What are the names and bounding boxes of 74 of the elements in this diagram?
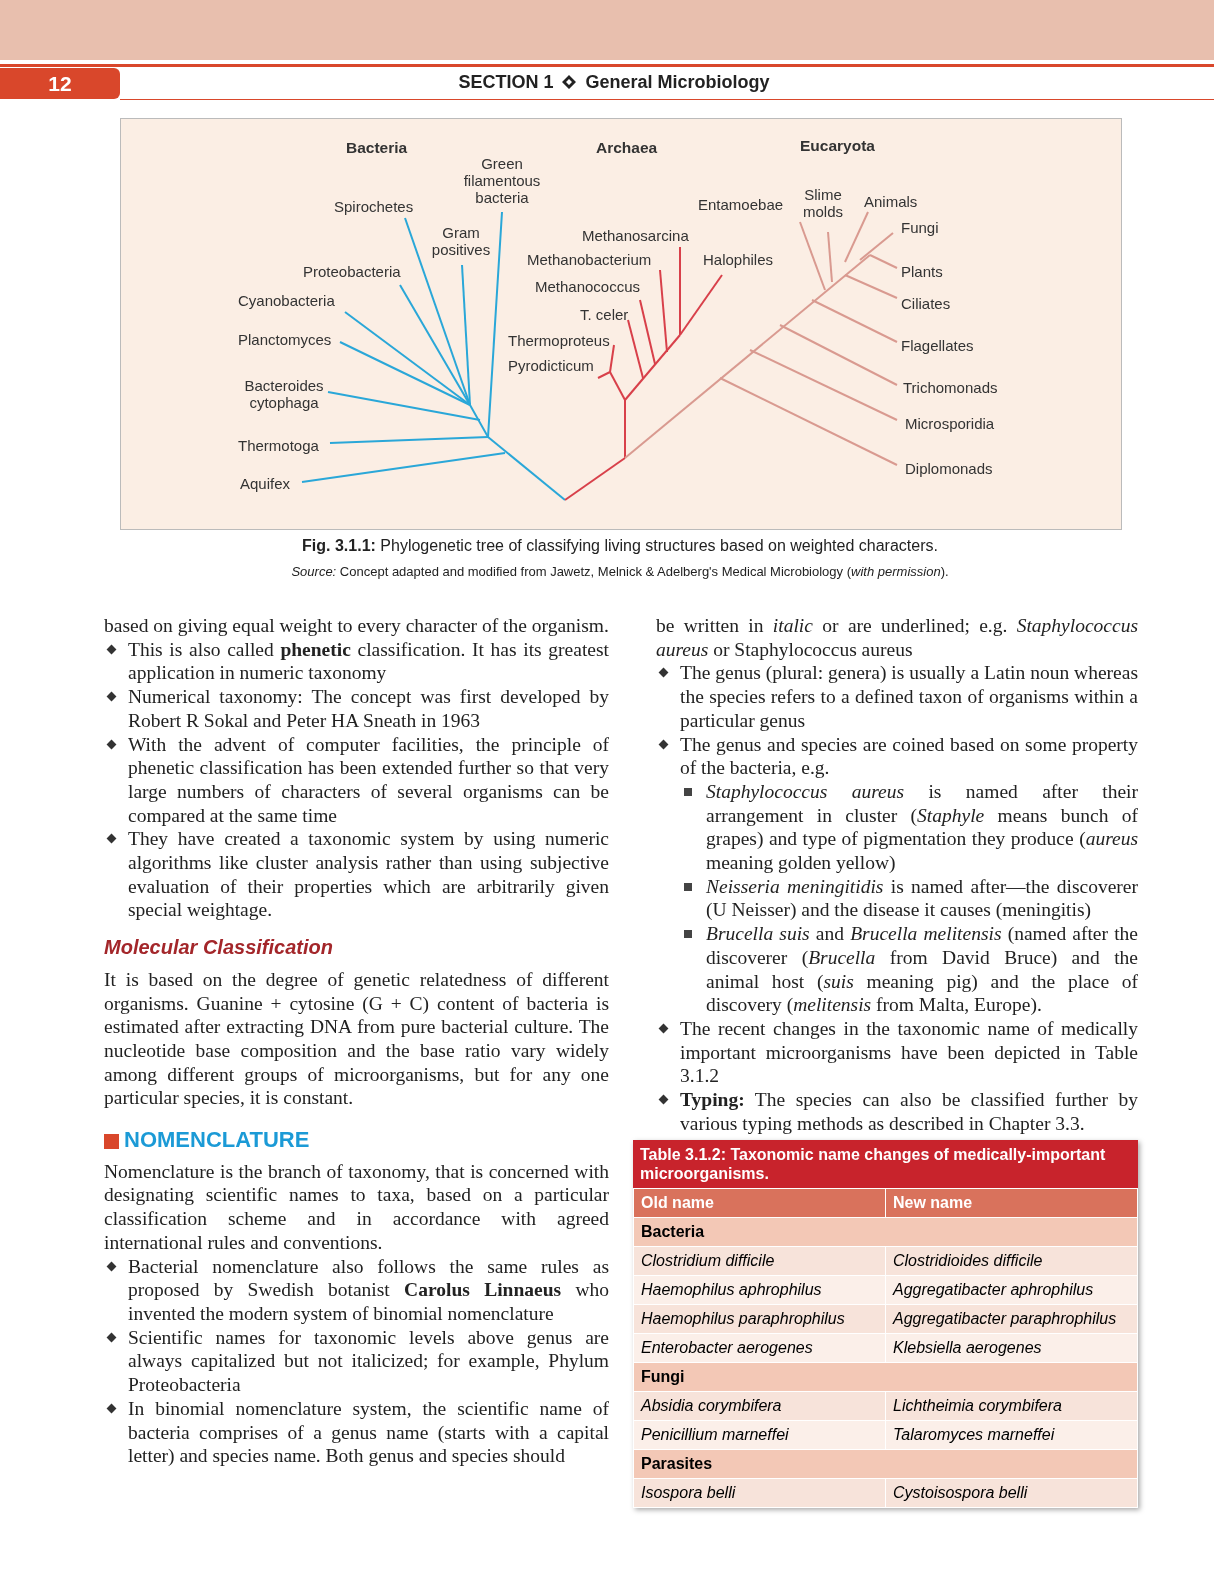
table-cell: Enterobacter aerogenes <box>633 1333 886 1363</box>
paragraph: be written in italic or are underlined; e.g. Staphylococcus aureus or Staphylococcus aureus <box>656 614 1138 662</box>
bullet-item: The genus (plural: genera) is usually a Latin noun whereas the species refers to a defined taxon of organisms within a particular genus <box>656 661 1138 733</box>
taxon-label: Methanosarcina <box>582 227 689 244</box>
bullet-item: Bacterial nomenclature also follows the same rules as proposed by Swedish botanist Carolus Linnaeus who invented the modern system of binomial nomenclature <box>104 1254 609 1326</box>
taxon-label: Flagellates <box>901 337 974 354</box>
group-heading: Eucaryota <box>800 137 875 154</box>
bullet-item: Typing: The species can also be classified further by various typing methods as described in Chapter 3.3. <box>656 1088 1138 1136</box>
taxon-label: Thermoproteus <box>508 332 610 349</box>
table-group-cell: Bacteria <box>633 1217 1138 1247</box>
taxon-label: Microsporidia <box>905 415 995 432</box>
table-cell: Cystoisospora belli <box>885 1478 1138 1508</box>
table-cell: Absidia corymbifera <box>633 1391 886 1421</box>
table-cell: Clostridioides difficile <box>885 1246 1138 1276</box>
bullet-item: The recent changes in the taxonomic name of medically important microorganisms have been depicted in Table 3.1.2 <box>656 1016 1138 1089</box>
taxon-label: Thermotoga <box>238 437 319 454</box>
source-note: Source: Concept adapted and modified from Jawetz, Melnick & Adelberg's Medical Microbiology (with permission). <box>290 564 950 579</box>
table-cell: Isospora belli <box>633 1478 886 1508</box>
table-cell: Aggregatibacter aphrophilus <box>885 1275 1138 1305</box>
taxon-label: Diplomonads <box>905 460 993 477</box>
table-cell: Lichtheimia corymbifera <box>885 1391 1138 1421</box>
table-cell: Klebsiella aerogenes <box>885 1333 1138 1363</box>
paragraph: based on giving equal weight to every character of the organism. <box>104 614 609 638</box>
sub-bullet-item: Brucella suis and Brucella melitensis (named after the discoverer (Brucella from David Bruce) and the animal host (suis meaning pig) and the place of discovery (melitensis from Malta, Europe). <box>656 922 1138 1017</box>
bullet-item: In binomial nomenclature system, the scientific name of bacteria comprises of a genus name (starts with a capital letter) and species name. Both genus and species should <box>104 1396 609 1468</box>
table-cell: Haemophilus paraphrophilus <box>633 1304 886 1334</box>
taxon-label: Bacteroides cytophaga <box>243 377 325 411</box>
taxon-label: Entamoebae <box>698 196 784 213</box>
table-cell: Penicillium marneffei <box>633 1420 886 1450</box>
taxon-label: Pyrodicticum <box>508 357 594 374</box>
section-heading: Molecular Classification <box>104 936 334 960</box>
taxon-label: Gram positives <box>430 224 492 258</box>
taxon-label: Halophiles <box>703 251 774 268</box>
table-cell: Clostridium difficile <box>633 1246 886 1276</box>
taxon-label: Planctomyces <box>238 331 332 348</box>
table-header-cell: Old name <box>633 1188 886 1218</box>
taxon-label: Green filamentous bacteria <box>462 155 542 206</box>
section-title: General Microbiology <box>585 72 770 92</box>
bullet-item: This is also called phenetic classification. It has its greatest application in numeric taxonomy <box>104 637 609 686</box>
bullet-item: With the advent of computer facilities, the principle of phenetic classification has been extended further so that very large numbers of characters of several organisms can be compared at the same time <box>104 732 609 828</box>
paragraph: Nomenclature is the branch of taxonomy, that is concerned with designating scientific names to taxa, based on a particular classification scheme and in accordance with agreed international rules and conventions. <box>104 1159 609 1255</box>
group-heading: Archaea <box>596 139 658 156</box>
taxon-label: Animals <box>864 193 918 210</box>
taxon-label: Methanobacterium <box>527 251 652 268</box>
taxon-label: Spirochetes <box>334 198 414 215</box>
taxon-label: Plants <box>901 263 943 280</box>
taxon-label: Aquifex <box>240 475 291 492</box>
table-header-cell: New name <box>885 1188 1138 1218</box>
section-heading: NOMENCLATURE <box>104 1128 609 1152</box>
bullet-item: The genus and species are coined based on some property of the bacteria, e.g. <box>656 732 1138 780</box>
sub-bullet-item: Neisseria meningitidis is named after—the discoverer (U Neisser) and the disease it causes (meningitis) <box>656 874 1138 923</box>
taxon-label: Proteobacteria <box>303 263 401 280</box>
table-group-cell: Fungi <box>633 1362 1138 1392</box>
taxon-label: T. celer <box>580 306 629 323</box>
taxon-label: Slime molds <box>802 186 844 220</box>
bullet-item: Numerical taxonomy: The concept was first developed by Robert R Sokal and Peter HA Sneath in 1963 <box>104 685 609 733</box>
taxon-label: Trichomonads <box>903 379 998 396</box>
group-heading: Bacteria <box>346 139 408 156</box>
table-cell: Haemophilus aphrophilus <box>633 1275 886 1305</box>
taxon-label: Fungi <box>901 219 939 236</box>
table-cell: Talaromyces marneffei <box>885 1420 1138 1450</box>
bullet-item: Scientific names for taxonomic levels above genus are always capitalized but not italicized; for example, Phylum Proteobacteria <box>104 1325 609 1397</box>
taxon-label: Cyanobacteria <box>238 292 335 309</box>
paragraph: It is based on the degree of genetic relatedness of different organisms. Guanine + cytosine (G + C) content of bacteria is estimated after extracting DNA from pure bacterial culture. The nucleotide base composition and the base ratio vary widely among different groups of microorganisms, but for any one particular species, it is constant. <box>104 967 609 1111</box>
sub-bullet-item: Staphylococcus aureus is named after their arrangement in cluster (Staphyle means bunch of grapes) and type of pigmentation they produce (aureus meaning golden yellow) <box>656 779 1138 875</box>
section-label: SECTION 1 <box>458 72 554 92</box>
table-title: Table 3.1.2: Taxonomic name changes of medically-important microorganisms. <box>633 1140 1138 1188</box>
table-group-cell: Parasites <box>633 1449 1138 1479</box>
figure-caption: Fig. 3.1.1: Phylogenetic tree of classifying living structures based on weighted characters. <box>301 537 939 555</box>
taxon-label: Methanococcus <box>535 278 641 295</box>
taxon-label: Ciliates <box>901 295 951 312</box>
bullet-item: They have created a taxonomic system by using numeric algorithms like cluster analysis rather than using subjective evaluation of their properties which are arbitrarily given special weightage. <box>104 827 609 923</box>
table-cell: Aggregatibacter paraphrophilus <box>885 1304 1138 1334</box>
page-number: 12 <box>0 68 120 99</box>
